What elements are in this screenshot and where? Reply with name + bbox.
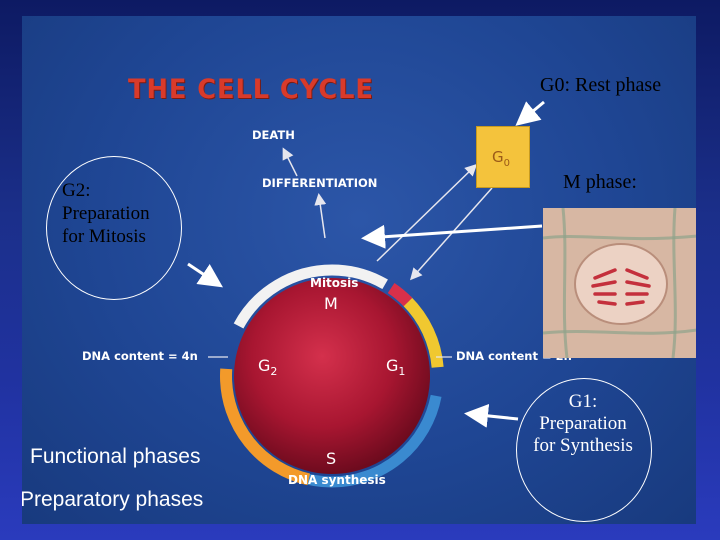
g1-annotation-bubble: [516, 378, 652, 522]
m-label: M: [324, 294, 338, 313]
g2-line-mitosis: for Mitosis: [62, 226, 146, 247]
functional-phases-text: Functional phases: [30, 445, 201, 468]
slide-title: THE CELL CYCLE: [128, 74, 374, 105]
arrow-cycle-to-g0: [376, 163, 478, 262]
pointer-g2: [187, 262, 223, 288]
m-phase-annotation: M phase:: [563, 171, 637, 193]
dna-4n-label: DNA content = 4n: [82, 349, 198, 363]
ring-orange-arc: [220, 264, 444, 488]
g2-annotation-bubble: [46, 156, 182, 300]
g0-rest-annotation: G0: Rest phase: [540, 74, 662, 96]
mitosis-micrograph-image: [543, 208, 696, 358]
death-label: DEATH: [252, 128, 295, 142]
cell-body: [234, 278, 430, 474]
g2-ring-label: G2: [258, 356, 278, 379]
mitosis-label: Mitosis: [310, 276, 359, 290]
arrow-to-death: [282, 147, 298, 177]
g1-annotation-text: G1: Preparation for Synthesis: [518, 391, 648, 457]
cell-cycle-diagram: [187, 100, 545, 488]
dna-2n-label: DNA content = 2n: [456, 349, 572, 363]
g2-title: G2:: [62, 180, 91, 201]
slide: THE CELL CYCLE: [22, 16, 696, 524]
g1-title: G1:: [568, 391, 598, 412]
g0-box-label: G0: [492, 148, 510, 169]
g2-annotation-text: G2: Preparation for Mitosis: [62, 179, 150, 248]
pointer-g1: [464, 403, 519, 428]
g1-line-synthesis: for Synthesis: [533, 435, 633, 456]
dna-synthesis-label: DNA synthesis: [288, 473, 386, 487]
ring-white-arc: [220, 264, 444, 488]
s-label: S: [326, 449, 337, 468]
mitosis-micrograph: [543, 208, 696, 358]
preparatory-phases-text: Preparatory phases: [22, 488, 204, 511]
ring-blue-arc: [220, 264, 444, 488]
pointer-m-phase: [361, 224, 543, 249]
pointer-g0: [515, 100, 545, 126]
differentiation-label: DIFFERENTIATION: [262, 176, 378, 190]
g1-ring-label: G1: [386, 356, 406, 379]
arrow-to-differentiation: [314, 193, 327, 239]
g1-line-preparation: Preparation: [539, 413, 627, 434]
g0-box: [476, 126, 530, 188]
g2-line-preparation: Preparation: [62, 203, 150, 224]
